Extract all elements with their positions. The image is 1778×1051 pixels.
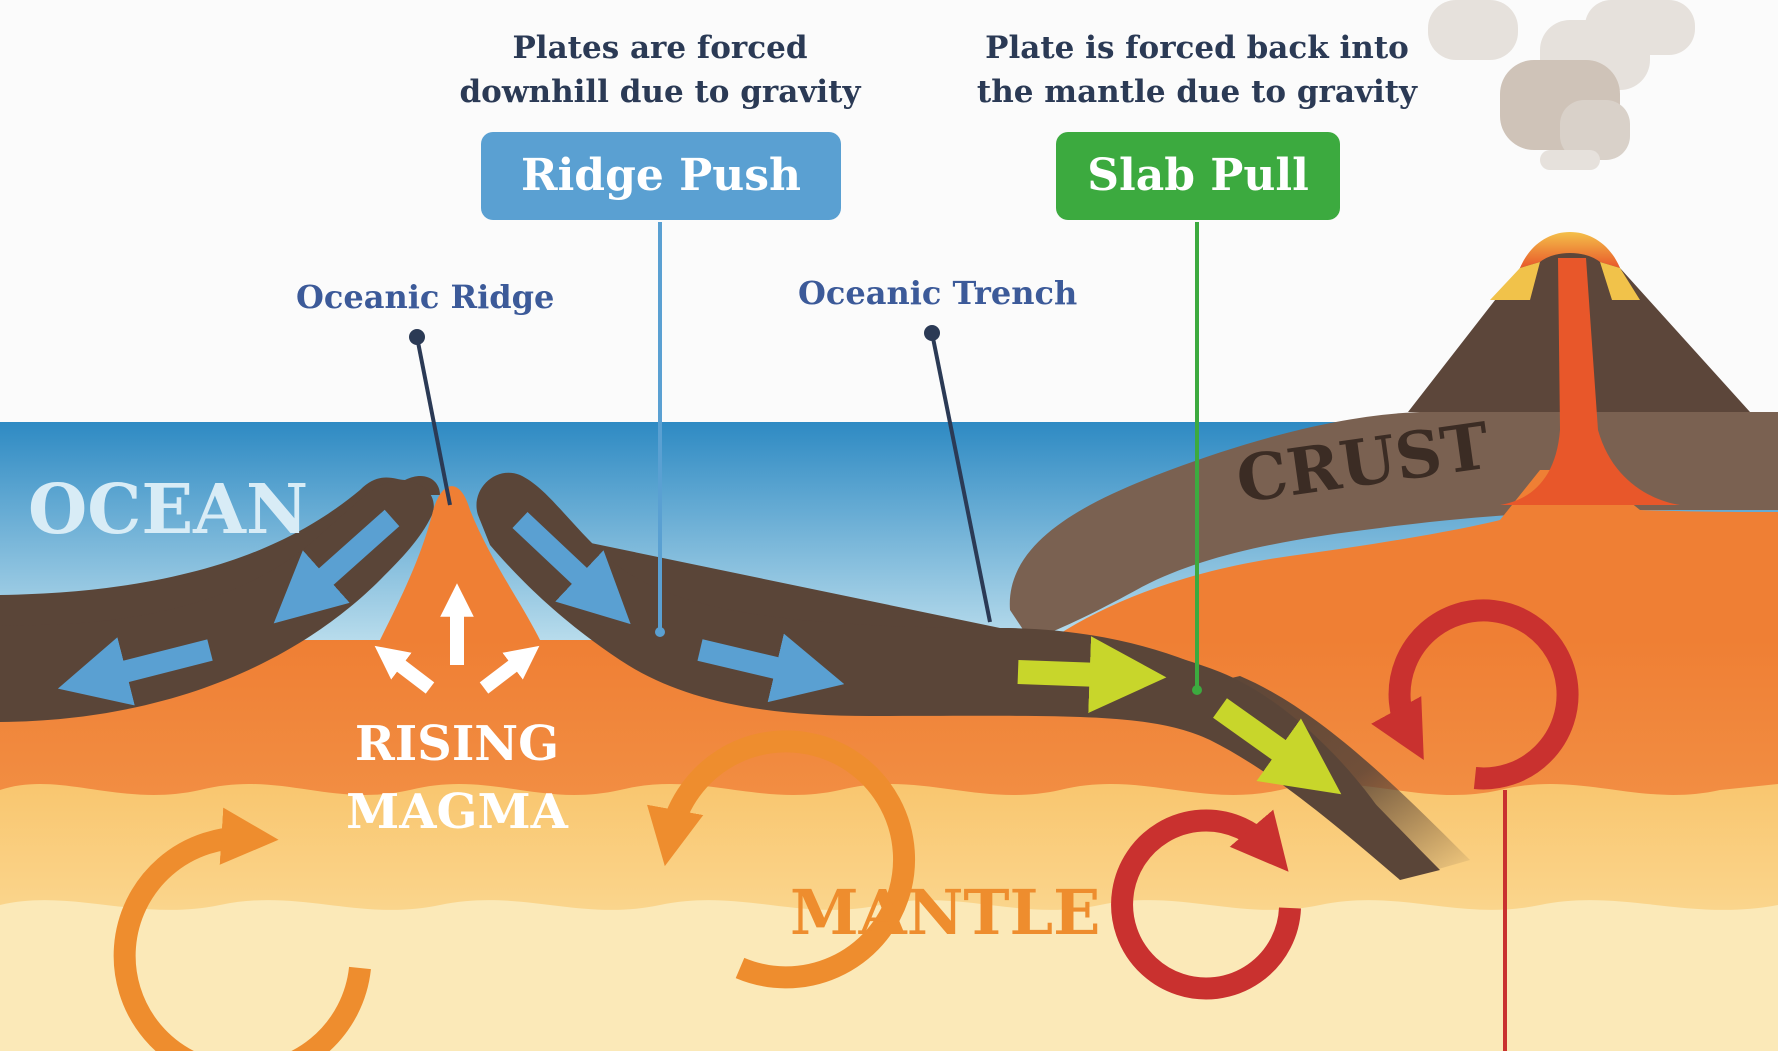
oceanic-trench-pointer-dot [924,325,940,341]
ridge-push-pointer-dot [655,627,665,637]
continental-magma [1050,470,1778,640]
lava-conduit [1500,258,1680,505]
ridge-push-caption-line2: downhill due to gravity [459,74,861,110]
ocean-label: OCEAN [28,470,309,550]
oceanic-plate-right-top [477,476,1410,860]
slab-pull-badge: Slab Pull [1056,132,1340,220]
oceanic-trench-label: Oceanic Trench [798,274,1078,312]
volcano-smoke [1428,0,1695,170]
ridge-push-caption: Plates are forced downhill due to gravit… [430,26,890,114]
slab-pull-caption-line1: Plate is forced back into [985,30,1409,66]
oceanic-trench-pointer-line [930,332,992,623]
slab-pull-arrow [1017,636,1167,713]
ridge-push-caption-line1: Plates are forced [512,30,808,66]
convection-current-arrow [1111,809,1301,1000]
lava-edge-glow [1490,262,1640,300]
oceanic-ridge-pointer-line [415,336,452,506]
deep-mantle-band [0,900,1778,1051]
convection-current-arrow [113,807,371,1051]
oceanic-plate-left-inner [0,475,440,632]
oceanic-ridge-label: Oceanic Ridge [296,278,555,316]
slab-pull-caption-line2: the mantle due to gravity [976,74,1418,110]
rising-magma-arrow [374,645,435,694]
slab-pull-caption: Plate is forced back into the mantle due… [957,26,1437,114]
ridge-push-arrow [512,511,631,625]
convection-current-arrow [647,730,916,989]
rising-magma-label-line1: RISING [354,716,560,772]
rising-magma-label: RISING MAGMA [346,710,568,846]
oceanic-ridge-pointer-dot [409,329,425,345]
slab-pull-pointer-dot [1192,685,1202,695]
rising-magma-arrow [479,645,540,694]
convection-current-arrow [1371,599,1579,790]
ridge-magma [380,486,540,640]
slab-pull-arrow [1213,698,1342,795]
ridge-push-arrow [57,637,213,706]
ridge-push-arrow [697,633,845,703]
volcano-crater-lava [1520,232,1620,268]
oceanic-plate-right [476,472,1440,880]
rising-magma-label-line2: MAGMA [346,784,568,840]
mantle-label: MANTLE [790,876,1101,949]
ridge-push-badge: Ridge Push [481,132,841,220]
ridge-push-arrow [273,509,400,624]
